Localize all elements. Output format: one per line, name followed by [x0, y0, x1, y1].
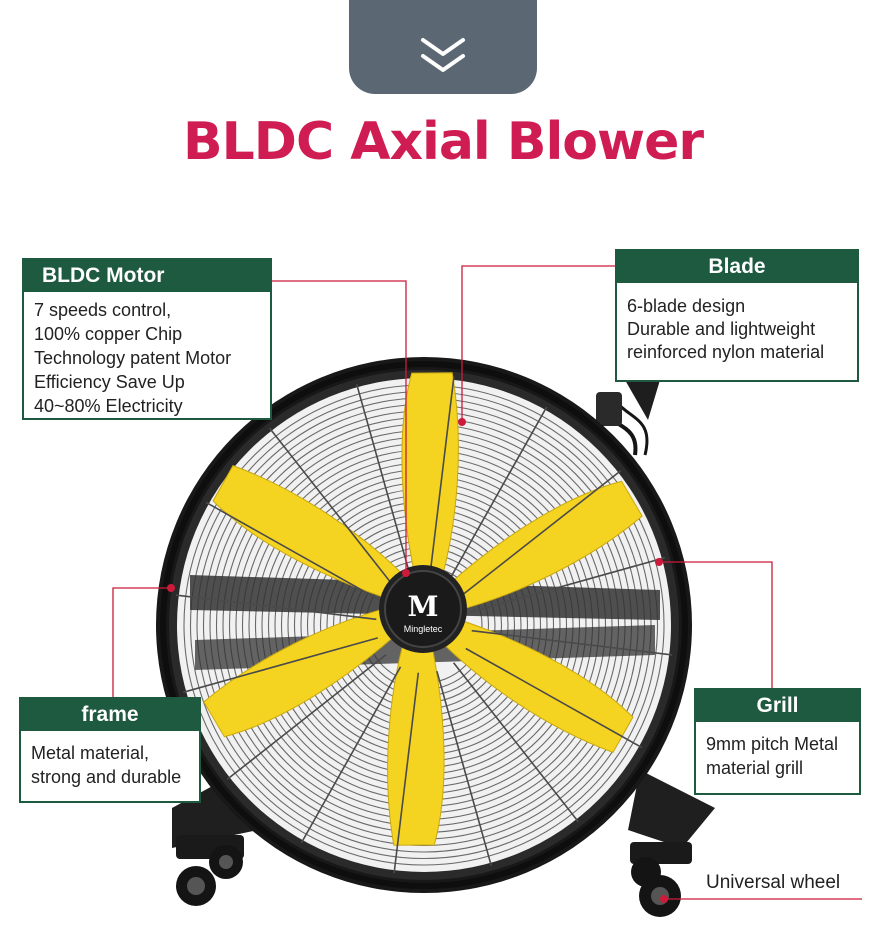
callout-frame: frame Metal material, strong and durable: [19, 697, 201, 803]
scroll-down-tab[interactable]: [349, 0, 537, 94]
callout-grill: Grill 9mm pitch Metal material grill: [694, 688, 861, 795]
callout-line: reinforced nylon material: [627, 342, 825, 362]
grill-spoke: [269, 427, 396, 588]
leader-dots: [167, 418, 668, 903]
brand-name: Mingletec: [404, 624, 443, 634]
grill-spoke: [175, 594, 377, 621]
wheel-right: [630, 842, 692, 917]
fan-blade: [401, 372, 459, 582]
grill-spoke: [393, 672, 420, 874]
grill-spoke: [436, 670, 493, 867]
callout-text: 6-blade design Durable and lightweight r…: [617, 283, 857, 370]
fan-blades: [203, 372, 643, 846]
callout-title: BLDC Motor: [24, 260, 270, 292]
page-title: BLDC Axial Blower: [183, 112, 704, 172]
brand-logo: M: [408, 590, 439, 623]
callout-text: 7 speeds control, 100% copper Chip Techn…: [24, 292, 270, 424]
fan-blade: [445, 480, 643, 612]
callout-line: material grill: [706, 758, 804, 778]
callout-bldc-motor: BLDC Motor 7 speeds control, 100% copper…: [22, 258, 272, 420]
grill-spoke: [355, 383, 412, 580]
callout-text: 9mm pitch Metal material grill: [696, 722, 859, 786]
callout-universal-wheel: Universal wheel: [706, 872, 841, 893]
callout-title: Blade: [617, 251, 857, 283]
callout-line: Technology patent Motor: [34, 348, 232, 368]
callout-line: Metal material,: [31, 743, 150, 763]
callout-line: Durable and lightweight: [627, 319, 816, 339]
callout-line: Efficiency Save Up: [34, 372, 185, 392]
fan-blade: [212, 465, 409, 601]
grill-spoke: [471, 629, 673, 656]
callout-title: Grill: [696, 690, 859, 722]
grill-spoke: [300, 666, 402, 844]
fan-blade: [437, 617, 634, 753]
grill-spokes: [175, 376, 673, 874]
grill-spoke: [182, 637, 379, 694]
fan-blade: [387, 636, 445, 846]
grill-spoke: [205, 501, 383, 603]
grill-spoke: [428, 376, 455, 578]
grill-spoke: [465, 647, 643, 749]
callout-line: 100% copper Chip: [34, 324, 183, 344]
callout-line: strong and durable: [31, 767, 182, 787]
callout-line: 7 speeds control,: [34, 300, 172, 320]
callout-blade: Blade 6-blade design Durable and lightwe…: [615, 249, 859, 382]
grill-spoke: [469, 556, 666, 613]
callout-line: 9mm pitch Metal: [706, 734, 839, 754]
leader-lines: [112, 265, 862, 900]
double-chevron-down-icon: [421, 38, 465, 72]
power-cable: [596, 380, 660, 456]
grill-spoke: [226, 653, 387, 780]
callout-title: frame: [21, 699, 199, 731]
callout-line: 6-blade design: [627, 296, 746, 316]
callout-text: Metal material, strong and durable: [21, 731, 199, 795]
wheel-left: [176, 835, 244, 906]
callout-line: 40~80% Electricity: [34, 396, 183, 416]
fan-blade: [203, 606, 401, 738]
grill-spoke: [446, 406, 548, 584]
grill-spoke: [461, 470, 622, 597]
grill-spoke: [452, 662, 579, 823]
